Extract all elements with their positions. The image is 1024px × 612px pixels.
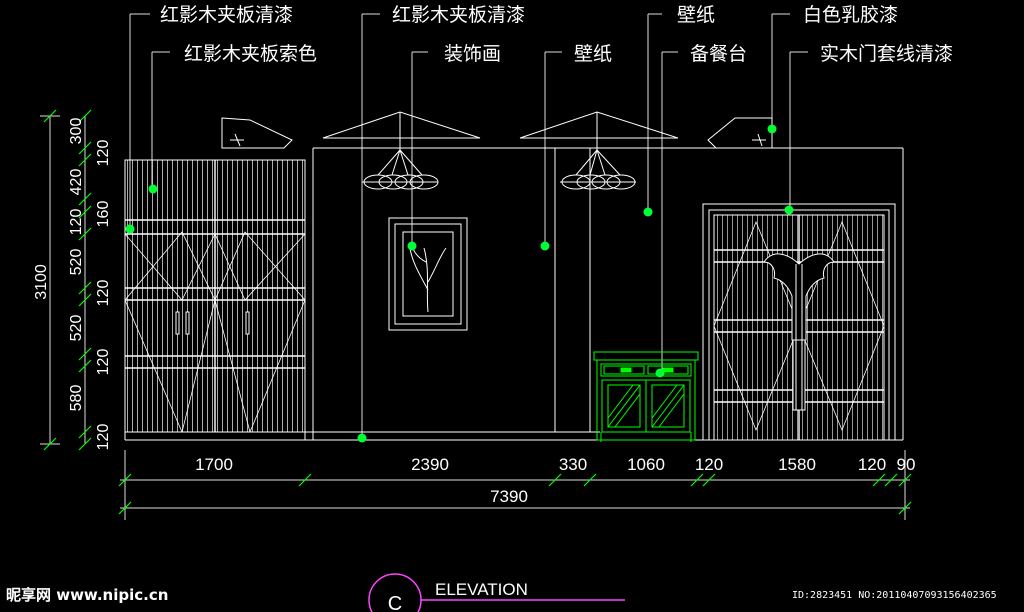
label-top-4: 白色乳胶漆 [803, 4, 898, 26]
chandelier-right [519, 111, 679, 190]
dim-left-8: 520 [68, 315, 85, 342]
elevation-title: C ELEVATION [368, 573, 625, 612]
watermark-id: ID:2823451 NO:20110407093156402365 [792, 590, 997, 601]
dim-bottom-3: 330 [559, 455, 587, 474]
watermark-site: 昵享网 www.nipic.cn [6, 586, 168, 604]
dim-left-11: 120 [95, 424, 112, 451]
dim-total-width: 7390 [490, 487, 528, 506]
leader-lines [129, 13, 808, 437]
annotation-labels: 红影木夹板清漆 红影木夹板索色 红影木夹板清漆 装饰画 壁纸 壁纸 备餐台 白色… [160, 4, 953, 65]
label-top-1: 红影木夹板清漆 [160, 4, 293, 26]
dim-bottom-2: 2390 [411, 455, 449, 474]
label-top-3: 壁纸 [677, 4, 715, 26]
dim-bottom-1: 1700 [195, 455, 233, 474]
bottom-dimension-texts: 1700 2390 330 1060 120 1580 120 90 7390 [195, 455, 915, 506]
dim-bottom-7: 120 [858, 455, 886, 474]
decorative-painting [388, 217, 468, 331]
dim-left-3: 420 [68, 169, 85, 196]
dim-bottom-6: 1580 [778, 455, 816, 474]
label-top-2: 红影木夹板清漆 [392, 4, 525, 26]
dim-left-4: 120 [68, 209, 85, 236]
chandelier-left [322, 111, 481, 190]
ceiling-vent-left [221, 117, 293, 149]
left-dimension-texts: 3100 300 120 420 120 160 520 120 520 120… [33, 118, 112, 451]
label-second-3: 壁纸 [574, 43, 612, 65]
label-marker-dots [125, 124, 794, 443]
ceiling-vent-right [707, 117, 773, 149]
label-second-2: 装饰画 [444, 43, 501, 65]
label-second-1: 红影木夹板索色 [184, 43, 317, 65]
dim-left-5: 160 [95, 201, 112, 228]
double-door [702, 203, 896, 441]
label-second-5: 实木门套线清漆 [820, 43, 953, 65]
dim-bottom-8: 90 [897, 455, 916, 474]
left-cabinet [124, 159, 306, 433]
dim-left-2: 120 [95, 140, 112, 167]
dim-bottom-4: 1060 [627, 455, 665, 474]
dim-bottom-5: 120 [695, 455, 723, 474]
dim-left-9: 120 [95, 349, 112, 376]
bottom-dimension-ticks [118, 473, 912, 515]
dim-left-10: 580 [68, 385, 85, 412]
dim-left-1: 300 [68, 118, 85, 145]
label-second-4: 备餐台 [690, 43, 747, 65]
buffet-sideboard [593, 351, 699, 442]
dim-left-7: 120 [95, 280, 112, 307]
left-dimension-ticks [43, 109, 92, 451]
dim-left-6: 520 [68, 249, 85, 276]
door-ornament [763, 253, 835, 411]
title-symbol: C [388, 593, 402, 612]
dim-height-total: 3100 [33, 264, 50, 300]
title-text: ELEVATION [435, 580, 528, 599]
